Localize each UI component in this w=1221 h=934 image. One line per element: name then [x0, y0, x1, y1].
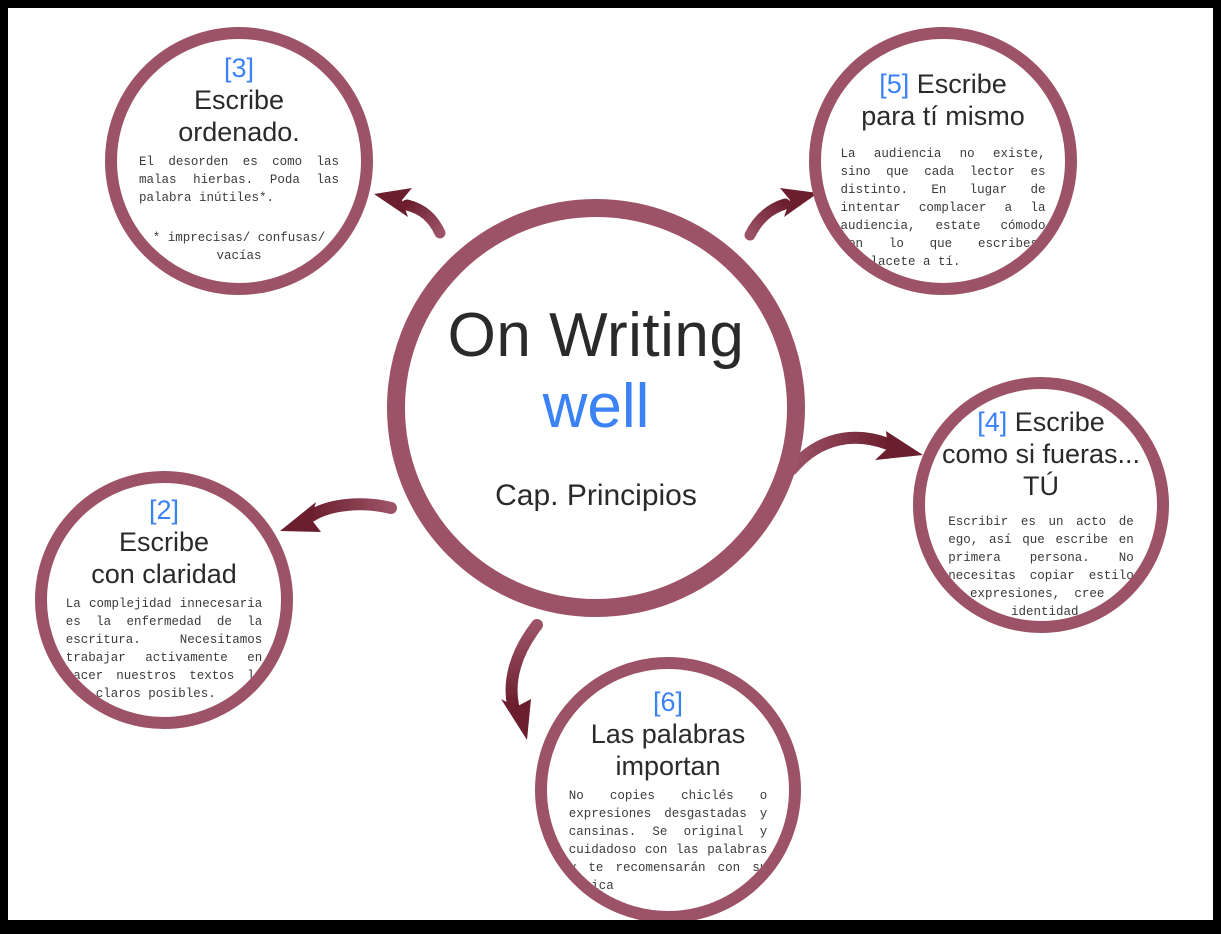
node-4-number: [4] — [977, 407, 1008, 437]
node-6-number: [6] — [652, 687, 683, 717]
node-escribe-como-si-fueras-tu[interactable]: [4] Escribe como si fueras... TÚ Escribi… — [913, 377, 1169, 633]
node-6-heading: [6] Las palabras importan — [559, 687, 777, 783]
node-5-heading-line1: Escribe — [916, 69, 1007, 99]
node-3-heading: [3] Escribe ordenado. — [129, 53, 349, 149]
node-6-body: No copies chiclés o expresiones desgasta… — [568, 788, 768, 894]
arrow-to-node-4 — [786, 431, 923, 475]
node-2-body: La complejidad innecesaria es la enferme… — [65, 596, 263, 702]
arrow-to-node-3 — [374, 188, 446, 239]
node-2-heading-line2: con claridad — [91, 558, 237, 589]
node-4-heading-line3: TÚ — [1022, 470, 1059, 501]
node-6-heading-line1: Las palabras — [590, 718, 746, 749]
node-3-heading-line1: Escribe — [193, 84, 285, 115]
node-escribe-para-ti-mismo[interactable]: [5] Escribe para tí mismo La audiencia n… — [809, 27, 1077, 295]
node-4-heading: [4] Escribe como si fueras... TÚ — [937, 407, 1146, 503]
center-subtitle: well — [542, 371, 650, 441]
center-node[interactable]: On Writing well Cap. Principios — [387, 199, 805, 617]
center-caption: Cap. Principios — [495, 479, 697, 513]
node-5-body: La audiencia no existe, sino que cada le… — [840, 146, 1046, 270]
node-3-body: El desorden es como las malas hierbas. P… — [138, 154, 340, 205]
node-5-heading-line2: para tí mismo — [861, 100, 1025, 131]
node-4-heading-line1: Escribe — [1014, 407, 1105, 437]
node-5-heading: [5] Escribe para tí mismo — [833, 69, 1053, 133]
node-3-number: [3] — [223, 53, 255, 83]
node-4-body: Escribir es un acto de ego, así que escr… — [948, 514, 1134, 633]
node-6-heading-line2: importan — [615, 750, 721, 781]
arrow-to-node-6 — [501, 619, 543, 740]
center-title: On Writing — [447, 300, 745, 370]
node-2-number: [2] — [148, 495, 180, 525]
node-5-number: [5] — [879, 69, 910, 99]
node-4-heading-line2: como si fueras... — [941, 438, 1141, 469]
node-3-heading-line2: ordenado. — [178, 116, 300, 147]
arrow-to-node-2 — [280, 498, 397, 532]
node-2-heading-line1: Escribe — [118, 526, 210, 557]
node-2-heading: [2] Escribe con claridad — [59, 495, 270, 591]
node-escribe-con-claridad[interactable]: [2] Escribe con claridad La complejidad … — [35, 471, 293, 729]
arrow-to-node-5 — [744, 188, 818, 241]
diagram-canvas: On Writing well Cap. Principios [3] Escr… — [8, 8, 1213, 920]
node-3-note: * imprecisas/ confusas/ vacías — [152, 230, 326, 264]
node-las-palabras-importan[interactable]: [6] Las palabras importan No copies chic… — [535, 657, 801, 920]
node-escribe-ordenado[interactable]: [3] Escribe ordenado. El desorden es com… — [105, 27, 373, 295]
